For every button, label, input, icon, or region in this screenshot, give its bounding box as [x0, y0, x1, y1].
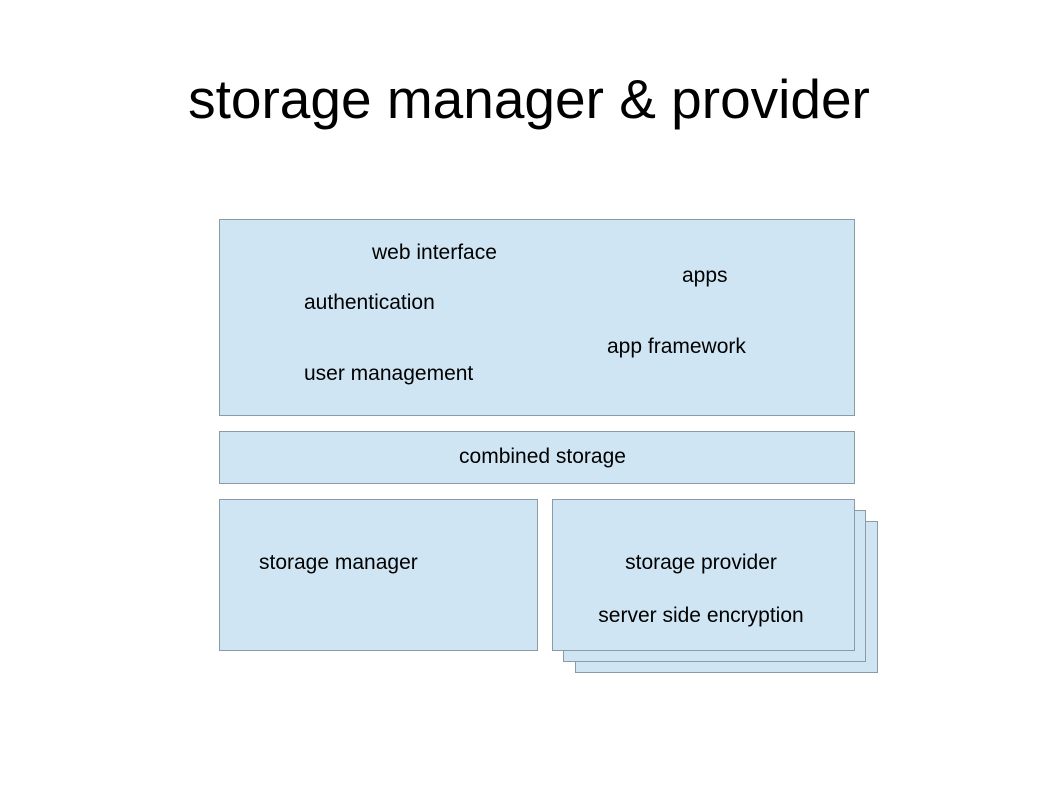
storage-provider-box: [552, 499, 855, 651]
user-management-label: user management: [304, 362, 474, 385]
slide-title: storage manager & provider: [188, 68, 870, 130]
storage-provider-label: storage provider: [625, 551, 777, 574]
web-interface-label: web interface: [372, 241, 497, 264]
authentication-label: authentication: [304, 291, 435, 314]
server-side-encryption-label: server side encryption: [598, 604, 804, 627]
storage-manager-box: [219, 499, 538, 651]
apps-label: apps: [682, 264, 728, 287]
combined-storage-label: combined storage: [459, 445, 626, 468]
app-framework-label: app framework: [607, 335, 746, 358]
storage-manager-label: storage manager: [259, 551, 418, 574]
combined-storage-box: [219, 431, 855, 484]
application-layer-box: [219, 219, 855, 416]
